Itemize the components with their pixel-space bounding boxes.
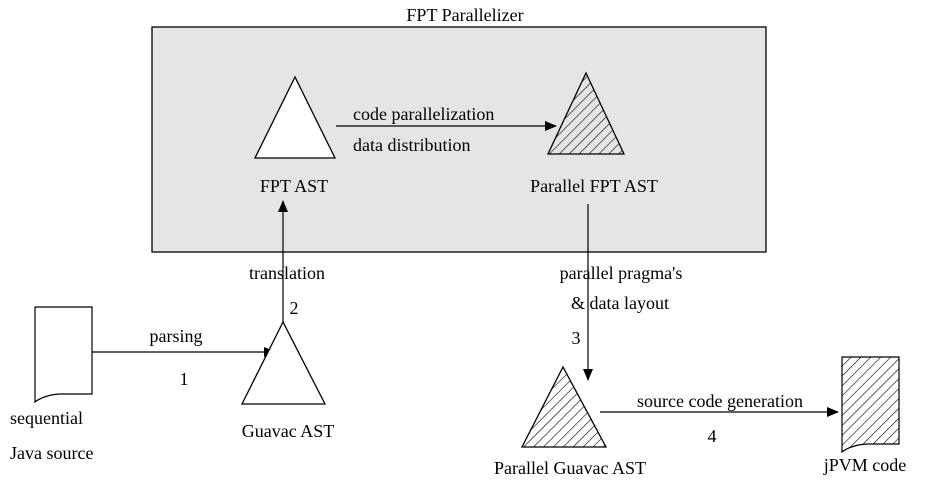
java-source-label-line2: Java source — [10, 443, 93, 463]
parallel-guavac-ast-triangle — [520, 365, 608, 448]
guavac-ast-label: Guavac AST — [242, 421, 334, 441]
fpt-ast-triangle — [253, 75, 337, 159]
parsing-step: 1 — [180, 369, 189, 389]
generation-step: 4 — [708, 426, 717, 446]
parallel-guavac-ast-label: Parallel Guavac AST — [494, 458, 646, 478]
parallel-fpt-ast-label: Parallel FPT AST — [530, 176, 658, 196]
parallelization-label-line1: code parallelization — [353, 104, 494, 124]
parallel-fpt-ast-triangle — [546, 71, 626, 155]
jpvm-code-label: jPVM code — [823, 455, 907, 475]
java-source-document — [34, 306, 93, 404]
pragmas-label-line2: & data layout — [571, 293, 669, 313]
pragmas-step: 3 — [572, 328, 581, 348]
java-source-label-line1: sequential — [10, 408, 83, 428]
container-title: FPT Parallelizer — [406, 5, 523, 25]
fpt-ast-label: FPT AST — [260, 176, 328, 196]
translation-label: translation — [249, 263, 325, 283]
fpt-parallelizer-box — [151, 26, 767, 253]
parallelization-label-line2: data distribution — [353, 135, 470, 155]
translation-step: 2 — [290, 298, 299, 318]
generation-label: source code generation — [637, 391, 803, 411]
jpvm-code-document — [841, 356, 900, 454]
parsing-label: parsing — [150, 326, 203, 346]
guavac-ast-triangle — [240, 320, 327, 405]
pragmas-label-line1: parallel pragma's — [560, 263, 683, 283]
